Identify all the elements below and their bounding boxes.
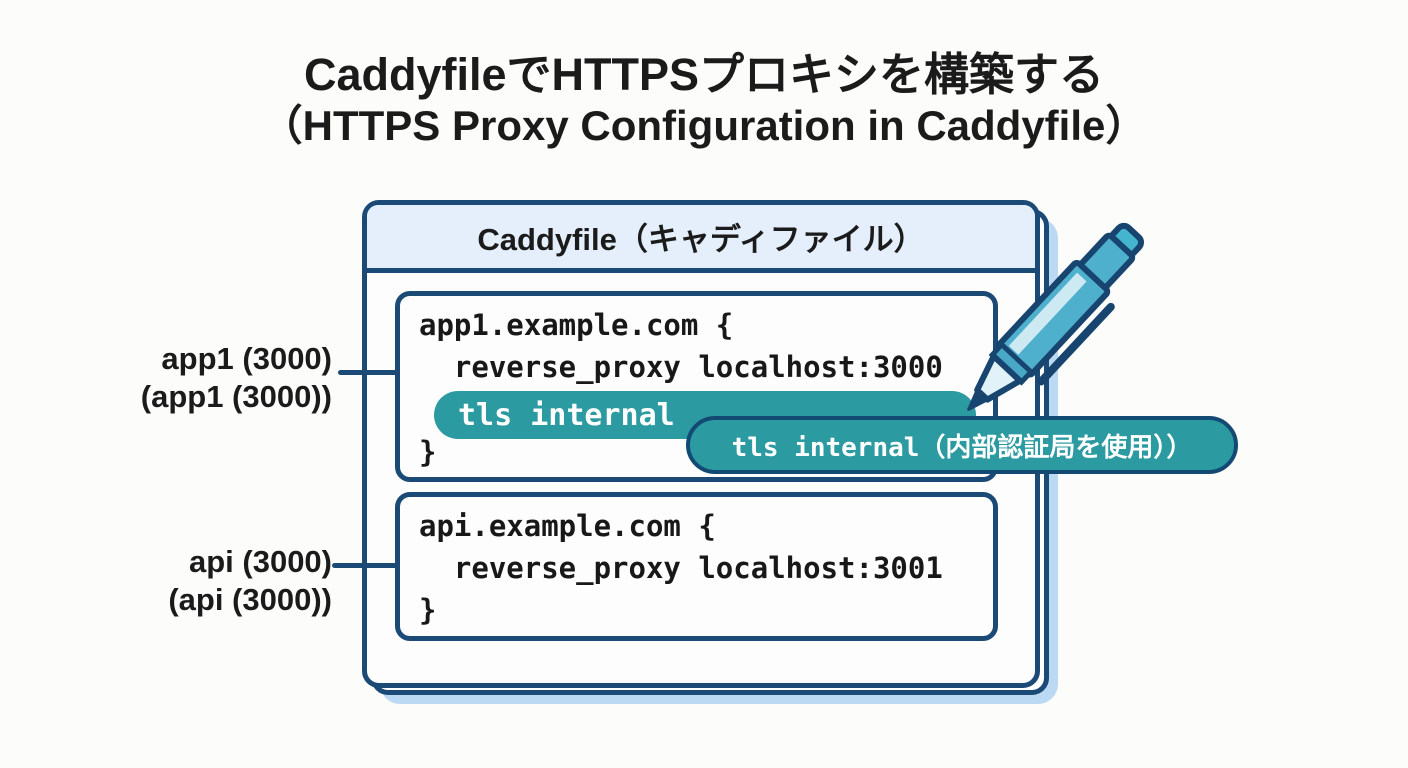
title-line-english: （HTTPS Proxy Configuration in Caddyfile） — [260, 102, 1148, 150]
pen-icon — [896, 168, 1226, 468]
side-label-api-line2: (api (3000)) — [168, 582, 332, 617]
code-line-open: app1.example.com { — [419, 308, 734, 342]
tls-internal-callout: tls internal（内部認証局を使用）） — [686, 416, 1238, 474]
caddyfile-card-title: Caddyfile（キャディファイル） — [477, 222, 925, 257]
code-line-reverse-proxy: reverse_proxy localhost:3001 — [419, 551, 943, 585]
title-line-japanese: CaddyfileでHTTPSプロキシを構築する — [303, 49, 1105, 100]
tls-internal-callout-text: tls internal（内部認証局を使用）） — [731, 432, 1193, 463]
code-line-close: } — [419, 593, 437, 627]
page-title: CaddyfileでHTTPSプロキシを構築する （HTTPS Proxy Co… — [0, 48, 1408, 151]
code-line-open: api.example.com { — [419, 509, 716, 543]
side-label-app1-line2: (app1 (3000)) — [140, 379, 332, 414]
site-block-app1: app1.example.com { reverse_proxy localho… — [395, 291, 998, 482]
site-block-api: api.example.com { reverse_proxy localhos… — [395, 492, 998, 641]
side-label-api-line1: api (3000) — [188, 544, 332, 579]
connector-line-app1 — [338, 370, 398, 375]
side-label-app1: app1 (3000) (app1 (3000)) — [80, 340, 332, 416]
connector-line-api — [332, 563, 398, 568]
code-line-reverse-proxy: reverse_proxy localhost:3000 — [419, 350, 943, 384]
code-line-close: } — [419, 435, 437, 469]
caddyfile-card-header: Caddyfile（キャディファイル） — [367, 205, 1035, 273]
tls-internal-text: tls internal — [458, 397, 675, 433]
side-label-api: api (3000) (api (3000)) — [80, 543, 332, 619]
side-label-app1-line1: app1 (3000) — [161, 341, 332, 376]
